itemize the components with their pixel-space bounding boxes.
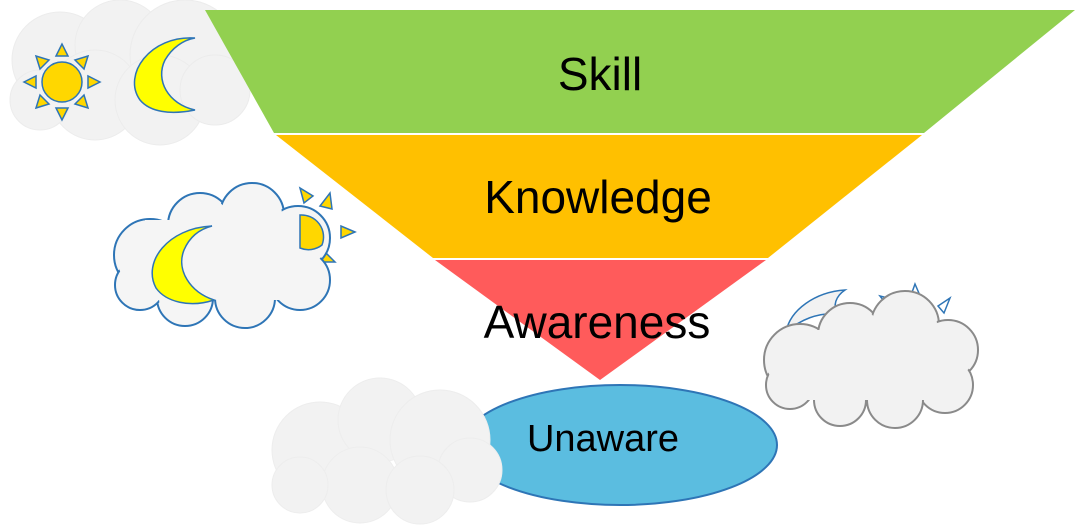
cloud-moon-sun-middle-left bbox=[113, 182, 357, 329]
cloud-icon bbox=[763, 290, 979, 429]
cloud-moon-sun-right bbox=[763, 281, 979, 429]
sun-icon bbox=[22, 42, 102, 122]
unaware-label: Unaware bbox=[527, 418, 679, 460]
moon-icon bbox=[784, 289, 848, 334]
sun-icon bbox=[298, 186, 357, 263]
funnel-label-skill: Skill bbox=[558, 48, 642, 100]
funnel-label-knowledge: Knowledge bbox=[484, 171, 712, 223]
unaware-ellipse: Unaware bbox=[462, 384, 778, 506]
funnel-label-awareness: Awareness bbox=[484, 296, 711, 348]
cloud-icon bbox=[113, 182, 331, 329]
funnel-level-awareness bbox=[435, 260, 766, 380]
cloud-icon bbox=[271, 377, 503, 525]
funnel: Skill Knowledge Awareness bbox=[205, 10, 1075, 380]
moon-icon bbox=[151, 225, 217, 305]
funnel-level-skill bbox=[205, 10, 1075, 133]
moon-icon bbox=[133, 37, 196, 113]
funnel-level-knowledge bbox=[276, 135, 922, 258]
sun-icon bbox=[299, 214, 325, 251]
cloud-sun-moon-top-left bbox=[9, 0, 251, 146]
